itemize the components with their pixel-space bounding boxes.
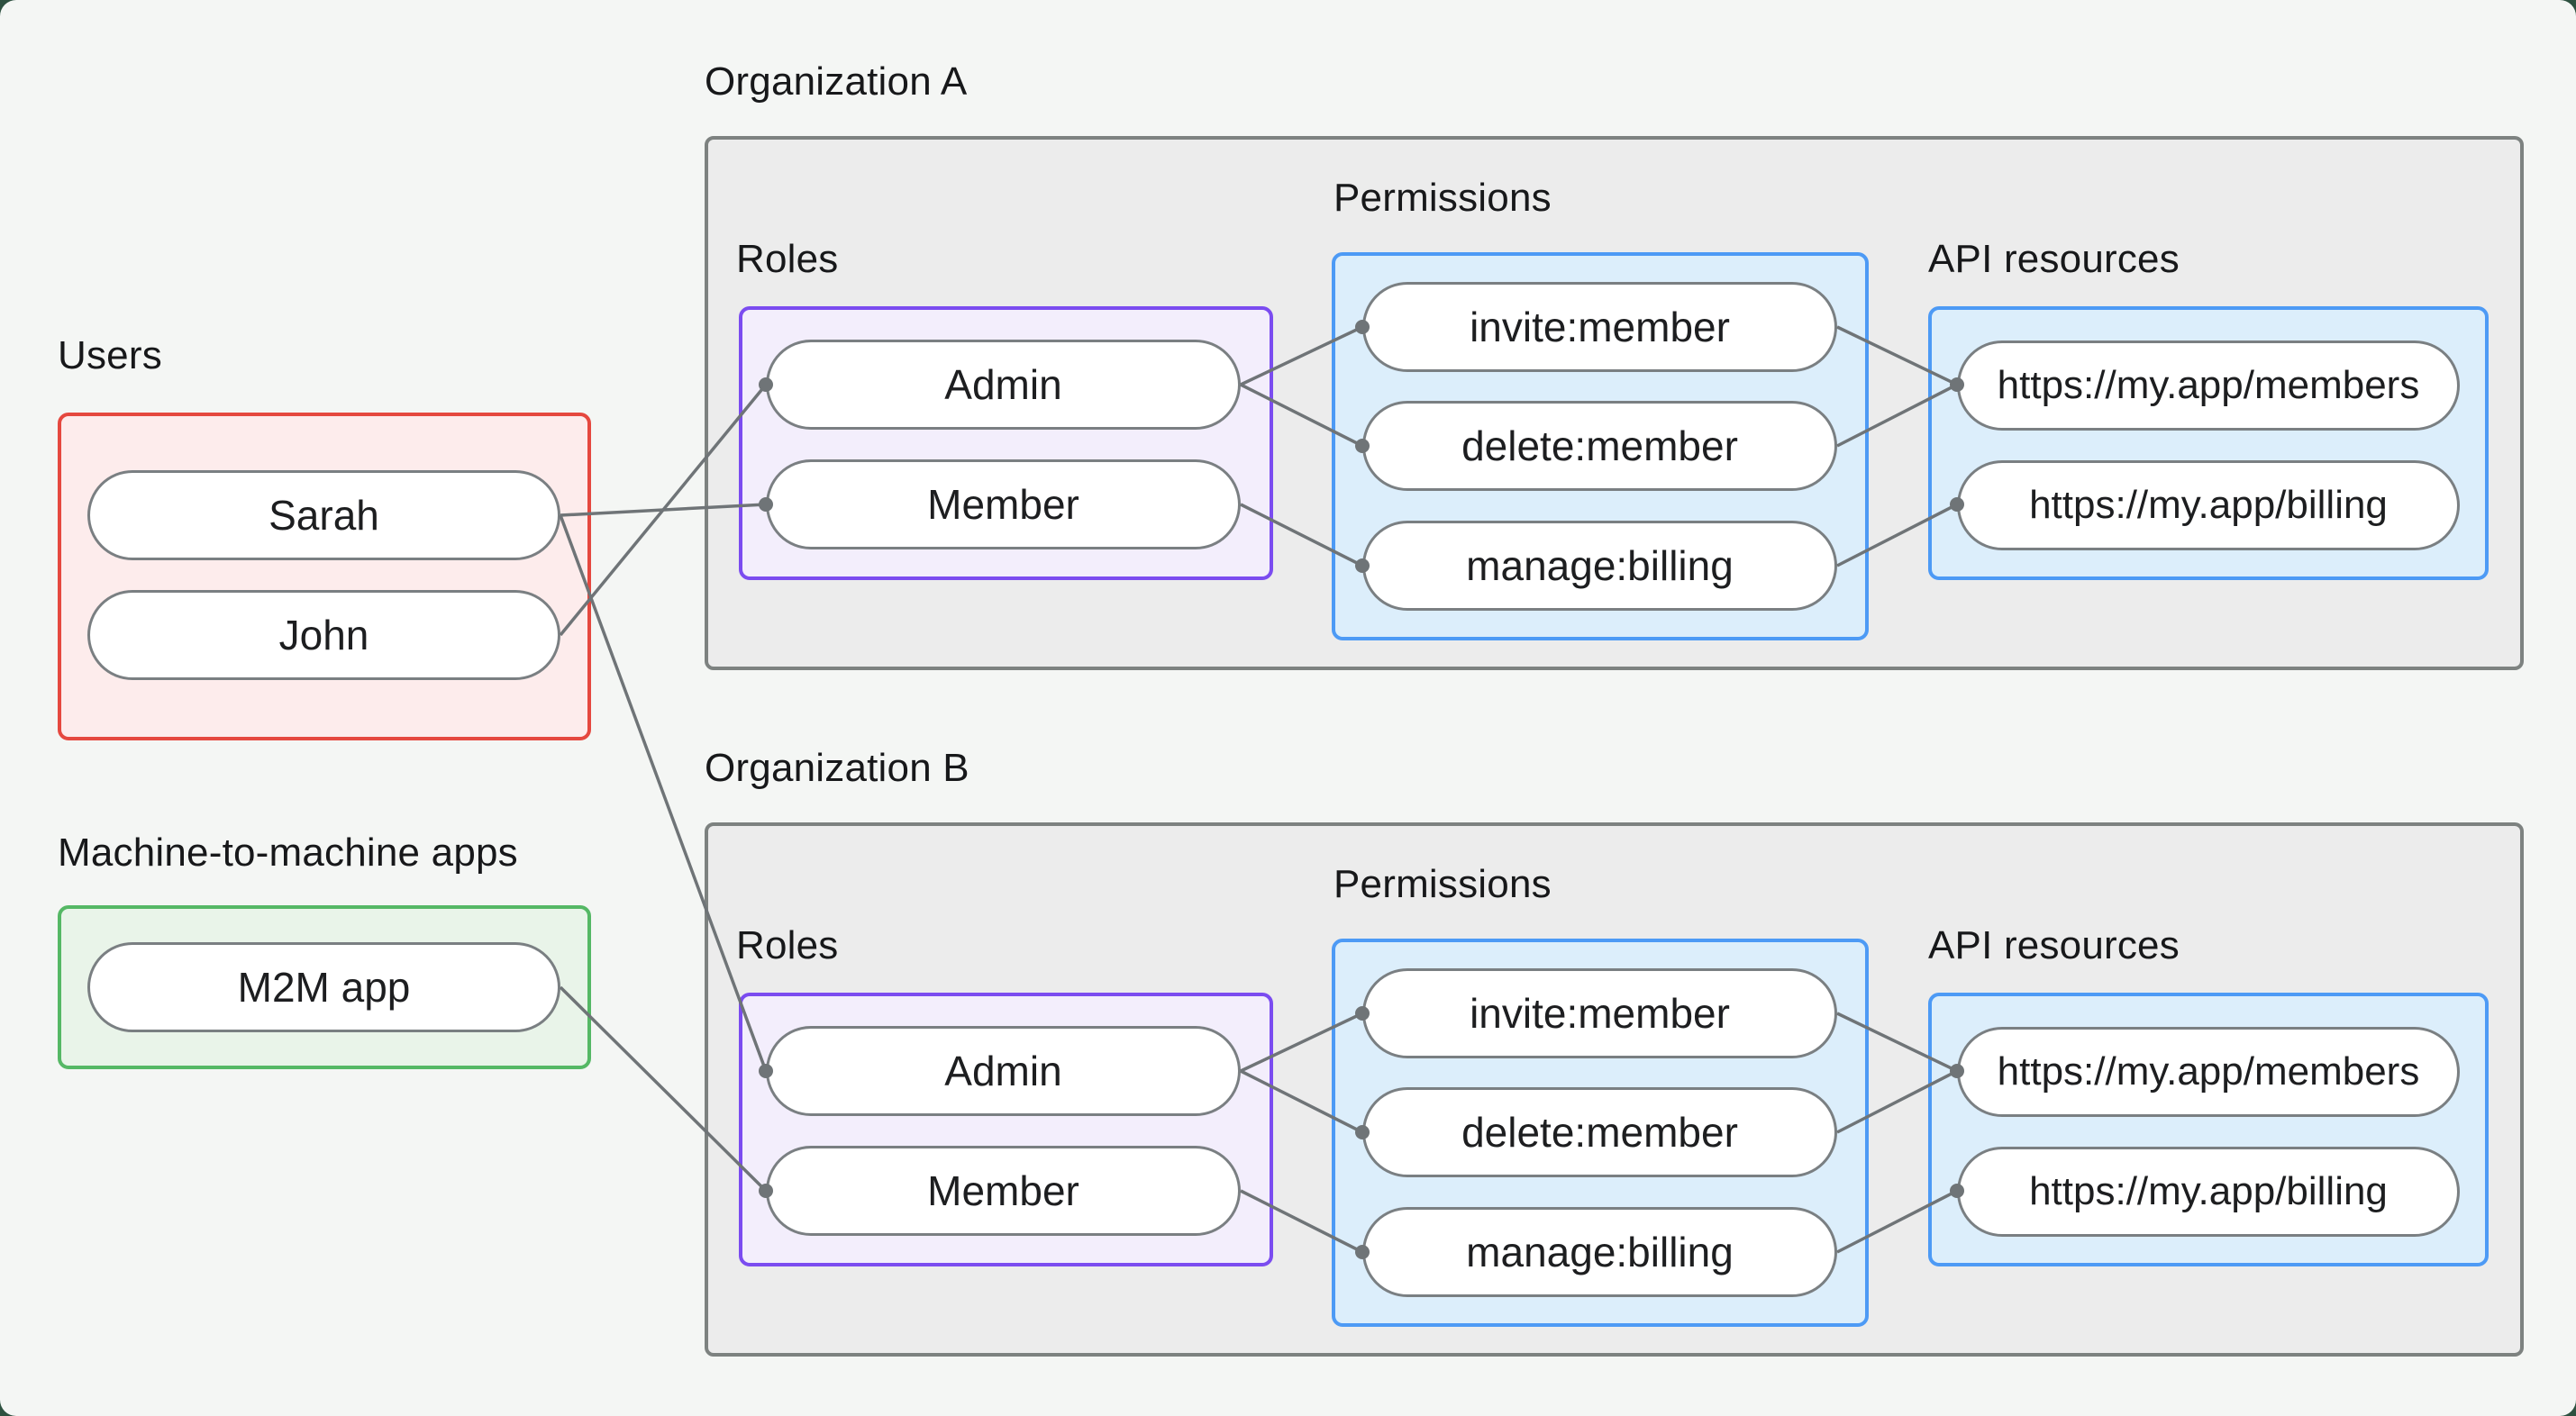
org-a-api-resources-label: API resources: [1928, 237, 2180, 281]
org-b-permissions-label: Permissions: [1334, 862, 1552, 906]
node-org-a-role-admin: Admin: [766, 340, 1241, 430]
org-b-box: Roles Admin Member Permissions invite:me…: [705, 822, 2524, 1357]
org-a-permissions-zone: invite:member delete:member manage:billi…: [1332, 252, 1869, 640]
org-a-roles-label: Roles: [736, 237, 839, 281]
org-b-api-resources-zone: https://my.app/members https://my.app/bi…: [1928, 993, 2489, 1266]
org-b-permissions-zone: invite:member delete:member manage:billi…: [1332, 939, 1869, 1327]
org-a-box: Roles Admin Member Permissions invite:me…: [705, 136, 2524, 670]
users-group-label: Users: [58, 333, 162, 377]
node-org-b-perm-delete-member: delete:member: [1362, 1087, 1837, 1177]
node-org-a-perm-manage-billing: manage:billing: [1362, 521, 1837, 611]
node-org-a-perm-delete-member: delete:member: [1362, 401, 1837, 491]
node-org-b-perm-manage-billing: manage:billing: [1362, 1207, 1837, 1297]
node-org-a-api-billing: https://my.app/billing: [1957, 460, 2460, 550]
users-group-box: Sarah John: [58, 413, 591, 740]
org-b-roles-zone: Admin Member: [739, 993, 1273, 1266]
org-b-title: Organization B: [705, 746, 969, 790]
m2m-group-box: M2M app: [58, 905, 591, 1069]
org-a-roles-zone: Admin Member: [739, 306, 1273, 580]
org-b-roles-label: Roles: [736, 923, 839, 967]
node-org-a-role-member: Member: [766, 459, 1241, 549]
node-user-john: John: [87, 590, 560, 680]
org-b-api-resources-label: API resources: [1928, 923, 2180, 967]
node-org-b-perm-invite-member: invite:member: [1362, 968, 1837, 1058]
node-user-sarah: Sarah: [87, 470, 560, 560]
node-org-b-role-member: Member: [766, 1146, 1241, 1236]
org-a-title: Organization A: [705, 59, 968, 104]
org-a-api-resources-zone: https://my.app/members https://my.app/bi…: [1928, 306, 2489, 580]
node-org-b-role-admin: Admin: [766, 1026, 1241, 1116]
org-a-permissions-label: Permissions: [1334, 176, 1552, 220]
node-m2m-app: M2M app: [87, 942, 560, 1032]
node-org-b-api-members: https://my.app/members: [1957, 1027, 2460, 1117]
node-org-a-api-members: https://my.app/members: [1957, 340, 2460, 431]
m2m-group-label: Machine-to-machine apps: [58, 831, 518, 875]
node-org-a-perm-invite-member: invite:member: [1362, 282, 1837, 372]
node-org-b-api-billing: https://my.app/billing: [1957, 1147, 2460, 1237]
